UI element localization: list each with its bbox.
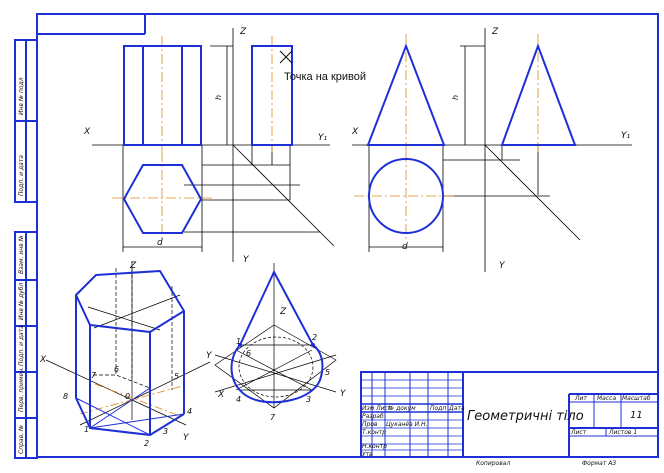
cone-point-7: 7: [270, 413, 276, 422]
prism-point-2: 2: [144, 439, 149, 448]
prism-center-lines: [112, 36, 273, 240]
margin-label: Подп. и дата: [18, 325, 25, 366]
tb-data: Дата: [448, 405, 465, 412]
axis-label-x: X: [83, 127, 91, 137]
tb-razrab: Разраб: [362, 413, 384, 420]
prism-point-6: 6: [114, 365, 119, 374]
prism-point-3: 3: [163, 427, 168, 436]
cone-axes: [352, 28, 632, 272]
tb-tkontr: Т.контр: [362, 429, 386, 436]
axis-label-x: X: [39, 355, 47, 365]
cone-point-6: 6: [246, 349, 251, 358]
drawing-title: Геометричні тіло: [467, 409, 584, 424]
cone-isometric-view: Y Z X Y 1 2 3 4 5 6 7: [206, 263, 347, 422]
axis-label-x: X: [351, 127, 359, 137]
cone-outline: [366, 43, 577, 234]
tb-format: Формат А3: [582, 460, 616, 467]
cone-point-1: 1: [236, 337, 241, 346]
point-marker: [279, 50, 293, 64]
title-block-grid: [360, 371, 659, 458]
dim-label-h: h: [214, 95, 223, 100]
dim-label-h: h: [451, 95, 460, 100]
cone-point-2: 2: [312, 333, 317, 342]
tb-nkontr: Н.контр: [362, 443, 387, 450]
axis-label-z: Z: [239, 27, 247, 37]
margin-label: Справ. №: [18, 425, 25, 454]
tb-docum: № докум: [387, 405, 416, 412]
dim-label-d: d: [402, 242, 408, 252]
prism-point-1: 1: [84, 425, 89, 434]
prism-point-5: 5: [174, 372, 179, 381]
tb-izm-list: Изм Лист: [362, 405, 392, 412]
margin-label: Перв. примен.: [18, 367, 25, 412]
margin-labels: Инв № подл Подп. и дата Взам. инв № Инв …: [18, 77, 25, 454]
axis-label-y: Y: [243, 255, 250, 265]
point-on-curve-annotation: Точка на кривой: [284, 71, 366, 83]
cone-orthographic-view: X Z Y Y₁ h d: [351, 27, 632, 272]
margin-label: Инв № дубл: [18, 283, 25, 320]
tb-scale: Масштаб: [622, 395, 651, 402]
tb-sheet-count: 11: [630, 410, 643, 421]
prism-point-8: 8: [63, 392, 68, 401]
tb-copied: Копировал: [476, 460, 510, 467]
axis-label-y: Y: [340, 389, 347, 399]
prism-iso-outline: [75, 270, 185, 436]
prism-iso-center-lines: [79, 383, 187, 417]
prism-isometric-view: X Z Y 1 2 3 4 5 6 7 8 0: [39, 261, 211, 448]
axis-label-y: Y: [499, 261, 506, 271]
cone-point-4: 4: [236, 395, 241, 404]
cone-iso-point-marks: [238, 343, 315, 347]
axis-label-z: Z: [491, 27, 499, 37]
margin-label: Инв № подл: [18, 77, 25, 115]
axis-label-y1: Y₁: [318, 133, 327, 143]
left-margin-strip: [14, 39, 38, 459]
cone-center-lines: [354, 34, 539, 240]
tb-list: Лист: [570, 429, 587, 436]
tb-utv: Утв: [362, 451, 373, 458]
axis-label-y: Y: [183, 433, 190, 443]
axis-label-z: Z: [279, 307, 287, 317]
tb-lit: Лит: [574, 395, 587, 402]
axis-label-z: Z: [129, 261, 137, 271]
prism-point-4: 4: [187, 407, 192, 416]
title-block: Изм Лист № докум Подп Дата Разраб Цуканё…: [360, 371, 659, 467]
tb-podp: Подп: [430, 405, 446, 412]
prism-front-view: [122, 45, 293, 234]
axis-label-x: X: [217, 390, 225, 400]
margin-label: Взам. инв №: [18, 235, 25, 274]
prism-point-7: 7: [91, 371, 97, 380]
tb-prov: Пров: [362, 421, 378, 428]
margin-label: Подп. и дата: [18, 155, 25, 196]
axis-label-y1: Y₁: [621, 131, 630, 141]
tb-author: Цуканёв И.Н.: [386, 421, 427, 428]
cone-point-5: 5: [325, 368, 330, 377]
axis-label-y: Y: [206, 351, 213, 361]
cone-iso-construction: [214, 263, 337, 409]
prism-orthographic-view: Точка на кривой X Z Y Y₁ h d: [83, 27, 366, 265]
tb-listov: Листов 1: [608, 429, 637, 436]
tb-mass: Масса: [597, 395, 616, 402]
dim-label-d: d: [157, 238, 163, 248]
cone-point-3: 3: [306, 395, 311, 404]
prism-point-0: 0: [125, 392, 130, 401]
cone-iso-outline: [230, 269, 324, 404]
